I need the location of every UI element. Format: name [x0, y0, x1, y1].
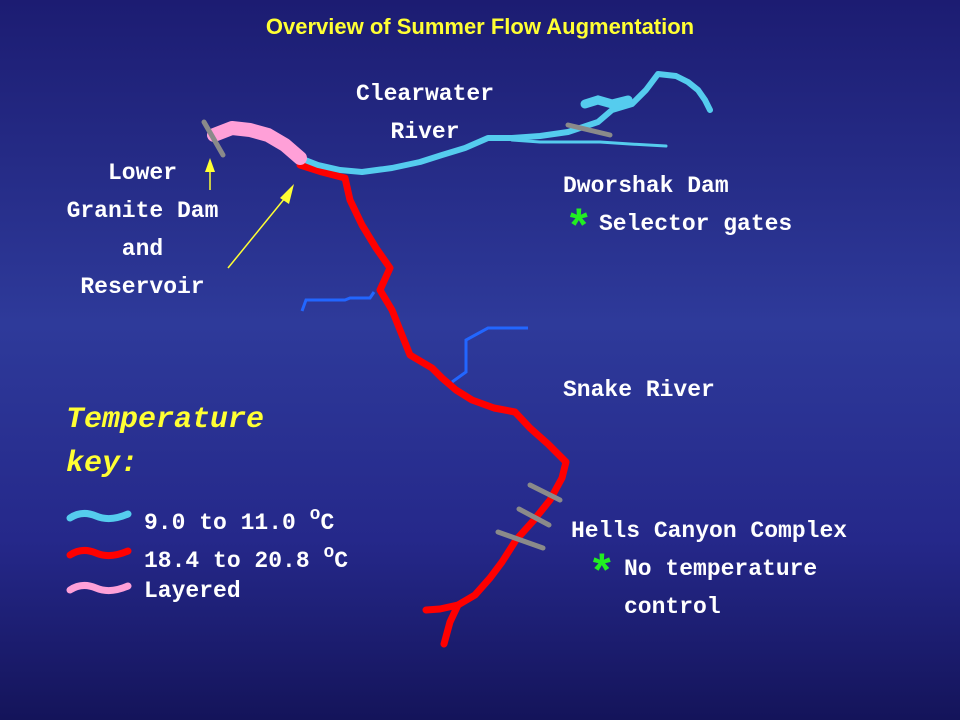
- hells-canyon-dam-upper-icon: [527, 482, 563, 503]
- tributary-west: [300, 291, 376, 312]
- key-title-line1: Temperature: [66, 403, 265, 437]
- lower-granite-reservoir: [207, 121, 307, 165]
- key-item-layered: Layered: [144, 578, 241, 604]
- lower-granite-label: Lower Granite Dam and Reservoir: [40, 154, 245, 306]
- dworshak-dam-icon: [565, 122, 613, 138]
- clearwater-label-line2: River: [390, 119, 460, 145]
- slide-title: Overview of Summer Flow Augmentation: [265, 14, 695, 39]
- clearwater-river-fork: [580, 95, 633, 109]
- arrow-to-reservoir-icon: [227, 184, 294, 269]
- snake-river-label: Snake River: [563, 377, 715, 403]
- hells-canyon-dam-middle-icon: [516, 506, 552, 528]
- dworshak-dam-label: Dworshak Dam: [563, 173, 729, 199]
- key-swatch-layered: [66, 581, 132, 595]
- key-item-warm-degree: o: [323, 543, 335, 563]
- lower-granite-label-line3: and: [121, 236, 164, 262]
- hells-canyon-note-line2: control: [624, 594, 721, 620]
- key-item-warm-label: 18.4 to 20.8: [144, 548, 310, 574]
- key-swatch-warm: [66, 546, 132, 560]
- lower-granite-dam-icon: [201, 119, 226, 158]
- clearwater-label-line1: Clearwater: [355, 81, 495, 107]
- arrow-to-dam-icon: [205, 158, 215, 190]
- clearwater-river-label: Clearwater River: [330, 75, 520, 151]
- hells-canyon-note-line1: No temperature: [624, 556, 818, 582]
- hells-canyon-marker-icon: *: [588, 549, 616, 601]
- clearwater-river-south-branch: [510, 138, 668, 148]
- key-item-cold-degree: o: [309, 505, 321, 525]
- key-item-warm-unit: C: [334, 548, 349, 574]
- lower-granite-label-line2: Granite Dam: [66, 198, 219, 224]
- key-item-warm: 18.4 to 20.8 oC: [144, 534, 348, 580]
- hells-canyon-dam-lower-icon: [495, 529, 546, 551]
- lower-granite-label-line4: Reservoir: [80, 274, 205, 300]
- snake-river-fork: [440, 601, 462, 648]
- snake-river-channel: [296, 161, 570, 614]
- key-swatch-cold: [66, 509, 132, 523]
- lower-granite-label-line1: Lower: [107, 160, 177, 186]
- tributary-east: [451, 326, 528, 384]
- hells-canyon-note: No temperature control: [624, 550, 817, 626]
- key-item-cold-unit: C: [320, 510, 335, 536]
- clearwater-river-channel: [297, 71, 713, 175]
- hells-canyon-label: Hells Canyon Complex: [571, 518, 848, 544]
- dworshak-marker-icon: *: [565, 204, 593, 256]
- key-item-cold-label: 9.0 to 11.0: [144, 510, 296, 536]
- key-item-cold: 9.0 to 11.0 oC: [144, 496, 334, 542]
- dworshak-note: Selector gates: [599, 211, 793, 237]
- key-title-line2: key:: [66, 447, 139, 481]
- temperature-key-title: Temperature key:: [66, 398, 264, 486]
